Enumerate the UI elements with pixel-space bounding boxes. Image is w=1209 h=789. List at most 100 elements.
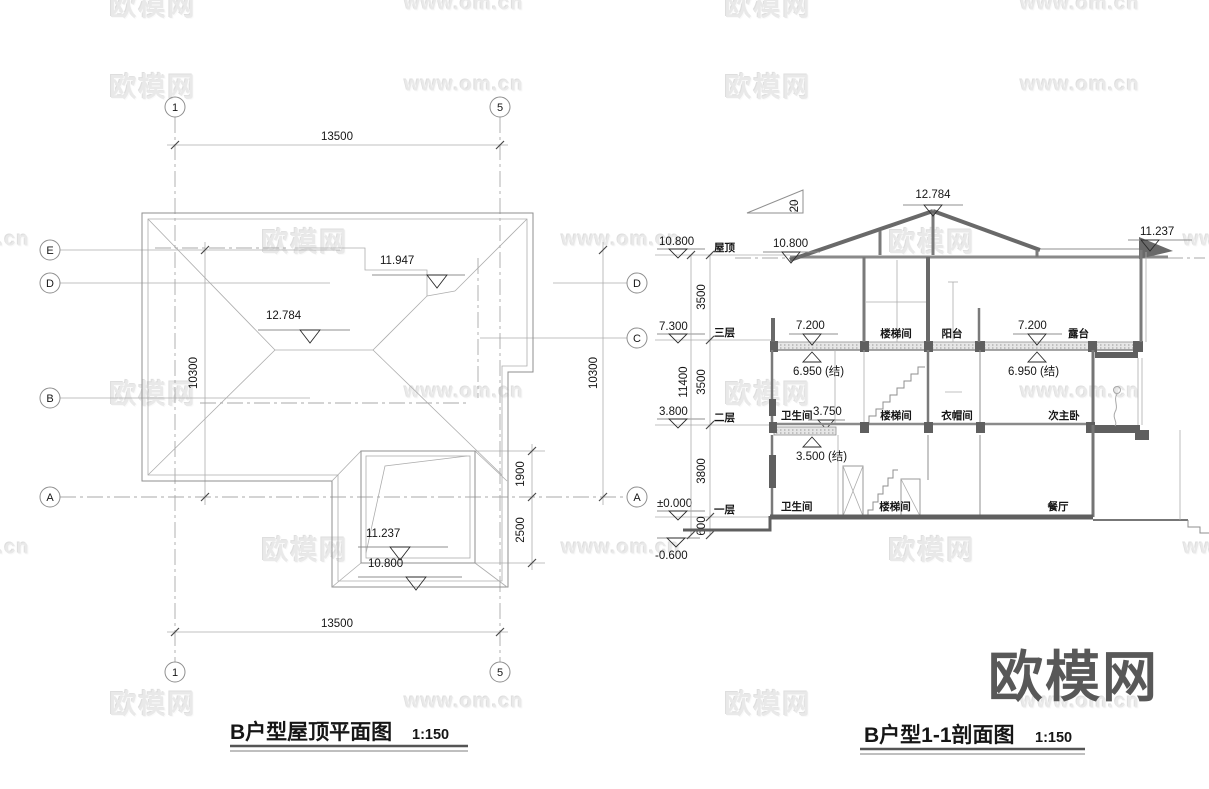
elevation-marker: [1027, 333, 1047, 346]
peak-elevation: 12.784: [915, 189, 951, 201]
toilet-figure-body: [1113, 393, 1118, 427]
room-label: 衣帽间: [941, 409, 973, 422]
floor-name: 二层: [714, 412, 735, 424]
elevation-marker: [426, 274, 448, 289]
room-label: 露台: [1068, 327, 1089, 340]
elevation-marker: [667, 418, 689, 429]
room-label: 阳台: [942, 327, 963, 340]
grade-step: [683, 516, 772, 532]
structural-level-right: 6.950 (结): [1008, 365, 1059, 378]
elevation-marker: [405, 576, 427, 591]
dim-right: 10300: [588, 357, 600, 389]
roof-hips-ridges: [147, 218, 528, 588]
elevation-value: 3.800: [659, 406, 688, 418]
elevation-marker: [923, 204, 943, 217]
slope-value: 20: [789, 200, 801, 213]
structural-marker: [801, 351, 823, 363]
roof-outline-outer: [141, 212, 534, 588]
roof-dashed-lines: [155, 247, 479, 404]
elevation-value: 7.300: [659, 321, 688, 333]
dim-3800: 3800: [696, 458, 708, 484]
level-3750: 3.750: [813, 406, 842, 418]
structural-marker: [801, 436, 823, 448]
section-view: 10.800 屋顶 7.300 三层 3.800 二层 ±0.000 一层 -0…: [655, 189, 1209, 755]
plan-title-block: B户型屋顶平面图 1:150: [230, 720, 468, 752]
site-logo: 欧模网: [988, 646, 1160, 708]
section-roof: 12.784 10.800 11.237: [735, 189, 1205, 264]
dim-2500: 2500: [515, 517, 527, 543]
grid-label: 1: [172, 667, 178, 679]
floor-name: 一层: [714, 504, 735, 516]
elevation-value: ±0.000: [657, 498, 692, 510]
grid-label: 1: [172, 102, 178, 114]
room-label: 卫生间: [781, 500, 813, 513]
roof-dormer: [360, 450, 476, 564]
elevation-value: -0.600: [655, 550, 688, 562]
room-label: 次主卧: [1048, 409, 1080, 422]
dim-3500-lower: 3500: [696, 369, 708, 395]
dim-bottom: 13500: [321, 618, 353, 630]
stairs-lower: [867, 469, 898, 517]
plan-elevation-markers: 12.784 11.947 11.237 10.800: [258, 255, 465, 591]
section-title-block: B户型1-1剖面图 1:150: [860, 723, 1085, 755]
dim-3500-upper: 3500: [696, 284, 708, 310]
grid-bubbles: 1 5 1 5 E D B A D C A: [39, 96, 648, 683]
section-floor3: 楼梯间 阳台 露台 7.200 7.200 6.950 (结) 6.950 (结…: [770, 250, 1147, 378]
grid-label: D: [633, 278, 641, 290]
structural-level-f2: 3.500 (结): [796, 450, 847, 463]
toilet-figure: [1113, 386, 1121, 394]
level-7200-right: 7.200: [1018, 320, 1047, 332]
section-title: B户型1-1剖面图: [864, 723, 1015, 747]
elevation-value: 10.800: [659, 236, 694, 248]
grid-label: C: [633, 333, 641, 345]
stairs-upper: [868, 366, 925, 423]
level-7200-left: 7.200: [796, 320, 825, 332]
slope-indicator: 20: [746, 189, 804, 214]
grid-label: A: [633, 492, 641, 504]
elevation-value: 10.800: [368, 558, 403, 570]
plan-dimensions: 13500 13500 10300 10300 1900 2500: [167, 131, 608, 637]
grid-label: B: [46, 393, 53, 405]
plan-scale: 1:150: [412, 727, 449, 743]
room-label: 楼梯间: [879, 500, 911, 513]
room-label: 餐厅: [1047, 500, 1070, 513]
roof-outline-inner: [147, 218, 528, 582]
grid-label: 5: [497, 667, 503, 679]
elevation-marker: [1140, 239, 1160, 252]
elevation-value: 11.237: [366, 528, 400, 540]
dim-1900: 1900: [515, 461, 527, 487]
dim-600: 600: [696, 516, 708, 535]
elevation-marker: [299, 329, 321, 344]
roof-plan: 1 5 1 5 E D B A D C A 13500 13500: [39, 96, 648, 752]
elevation-value: 11.947: [380, 255, 414, 267]
elevation-marker: [389, 546, 411, 561]
grid-label: A: [46, 492, 54, 504]
section-floor2: 卫生间 3.750 楼梯间 衣帽间 次主卧 3.500 (结): [769, 350, 1149, 463]
grid-label: 5: [497, 102, 503, 114]
right-eave-elevation: 11.237: [1140, 226, 1174, 238]
structural-level-left: 6.950 (结): [793, 365, 844, 378]
dim-left: 10300: [188, 357, 200, 389]
grid-label: D: [46, 278, 54, 290]
dim-top: 13500: [321, 131, 353, 143]
elevation-marker: [667, 248, 689, 259]
elevation-marker: [781, 251, 801, 264]
dim-total: 11400: [678, 366, 690, 397]
elevation-marker: [802, 333, 822, 346]
section-left-elevations: 10.800 屋顶 7.300 三层 3.800 二层 ±0.000 一层 -0…: [655, 236, 735, 562]
room-label: 楼梯间: [880, 409, 912, 422]
section-scale: 1:150: [1035, 730, 1072, 746]
elevation-marker: [665, 537, 687, 548]
section-dim-chain: 3500 3500 3800 600 11400: [678, 250, 715, 540]
room-label: 楼梯间: [880, 327, 912, 340]
elevation-marker: [667, 333, 689, 344]
right-eave: [1139, 237, 1173, 259]
section-floor1: 卫生间 楼梯间 餐厅: [683, 425, 1209, 534]
floor-name: 屋顶: [714, 242, 735, 254]
structural-marker: [1026, 351, 1048, 363]
elevation-value: 12.784: [266, 310, 302, 322]
floor-name: 三层: [714, 327, 735, 339]
elevation-marker: [667, 510, 689, 521]
